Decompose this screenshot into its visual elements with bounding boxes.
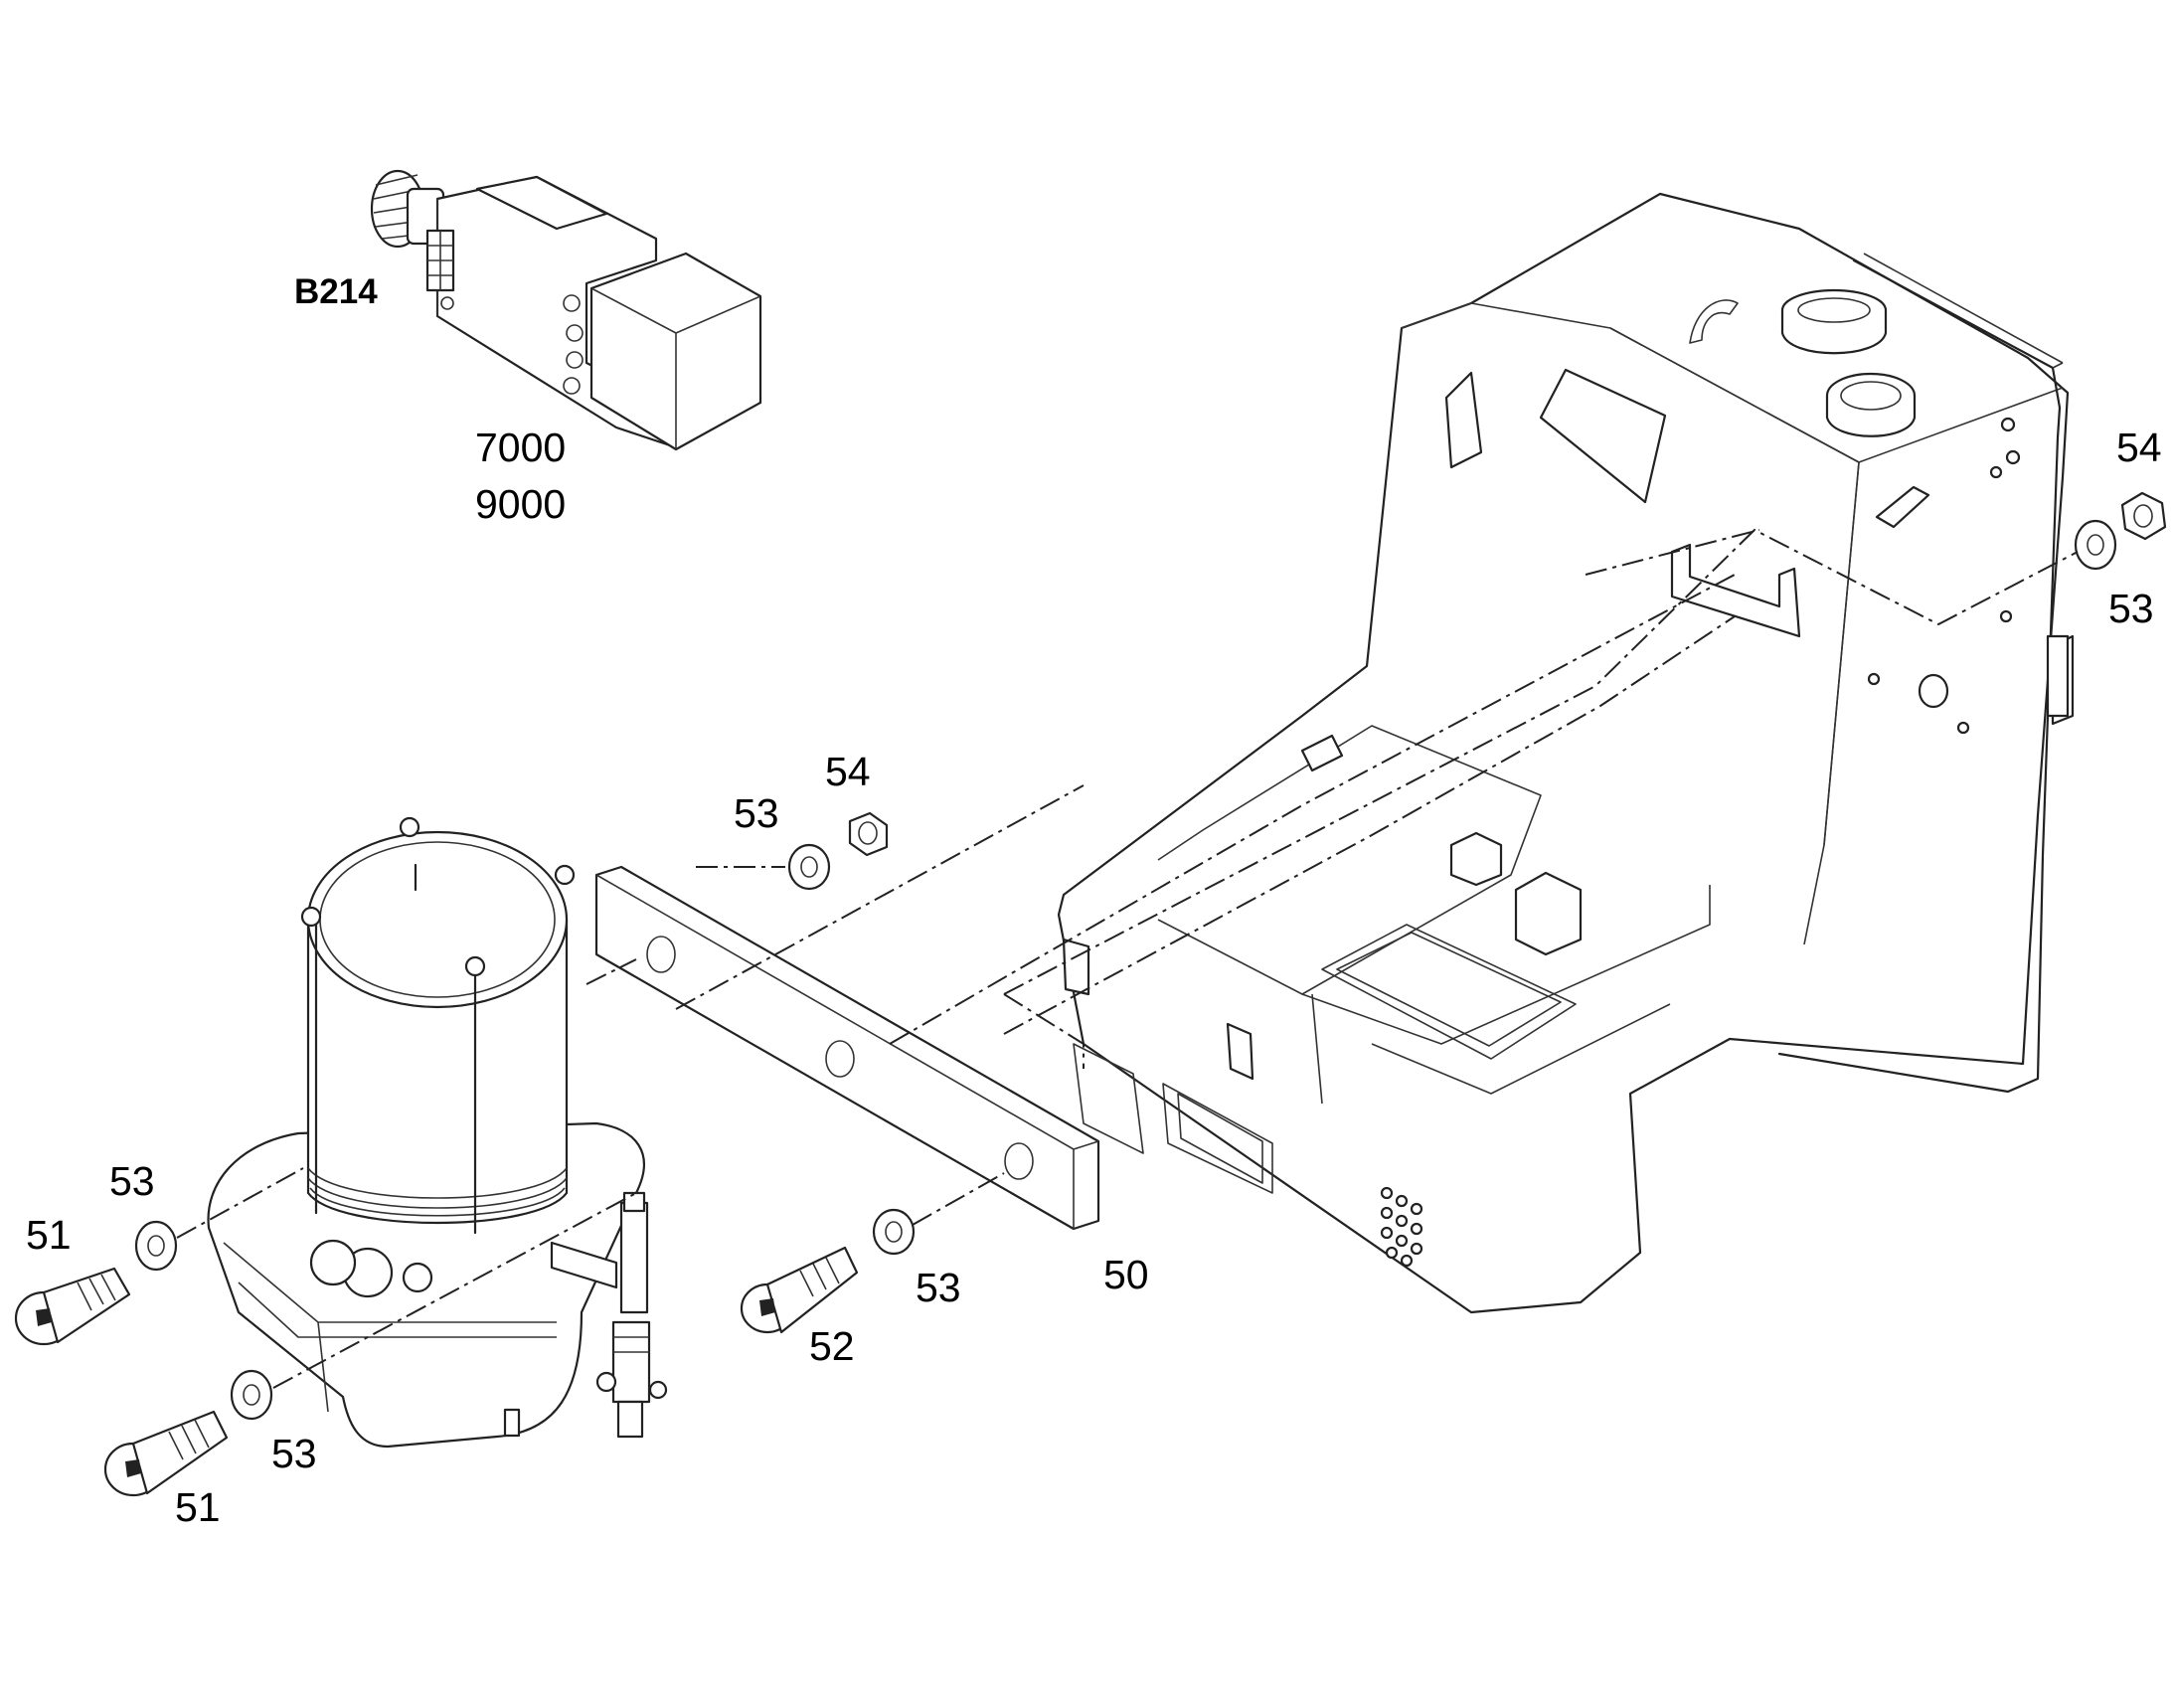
callout-53-right: 53 bbox=[2108, 586, 2154, 631]
assembly-centerlines bbox=[176, 528, 2079, 1389]
callout-52: 52 bbox=[809, 1323, 855, 1369]
washer-53-top bbox=[787, 843, 831, 891]
washer-53-mid bbox=[872, 1208, 916, 1256]
vent-grille bbox=[1380, 1186, 1423, 1268]
variant-code-2: 9000 bbox=[475, 481, 567, 527]
machine-frame-illustration bbox=[1057, 192, 2075, 1314]
nut-54-right bbox=[2120, 491, 2167, 541]
callout-53-left-lower: 53 bbox=[271, 1431, 317, 1476]
lubrication-pump-illustration bbox=[207, 816, 668, 1449]
bolt-51-upper bbox=[14, 1267, 131, 1346]
tank-filler-cap bbox=[1689, 288, 1917, 437]
variant-code-1: 7000 bbox=[475, 425, 567, 470]
callout-51-upper: 51 bbox=[26, 1212, 72, 1258]
washer-53-left-lower bbox=[230, 1369, 273, 1421]
callout-53-top: 53 bbox=[734, 790, 779, 836]
nut-54-top bbox=[848, 811, 889, 857]
callout-53-left-upper: 53 bbox=[109, 1158, 155, 1204]
callout-50: 50 bbox=[1103, 1252, 1149, 1297]
callout-51-lower: 51 bbox=[175, 1484, 221, 1530]
washer-53-right bbox=[2074, 519, 2117, 571]
washer-53-left-upper bbox=[134, 1220, 178, 1272]
callout-53-mid: 53 bbox=[916, 1265, 961, 1310]
sensor-b214-illustration bbox=[370, 169, 762, 451]
sensor-label-b214: B214 bbox=[294, 272, 378, 311]
bolt-51-lower bbox=[103, 1410, 229, 1497]
callout-54-top: 54 bbox=[825, 749, 871, 794]
callout-54-right: 54 bbox=[2116, 425, 2162, 470]
mounting-bar-illustration bbox=[594, 865, 1100, 1231]
bolt-52 bbox=[740, 1246, 859, 1334]
